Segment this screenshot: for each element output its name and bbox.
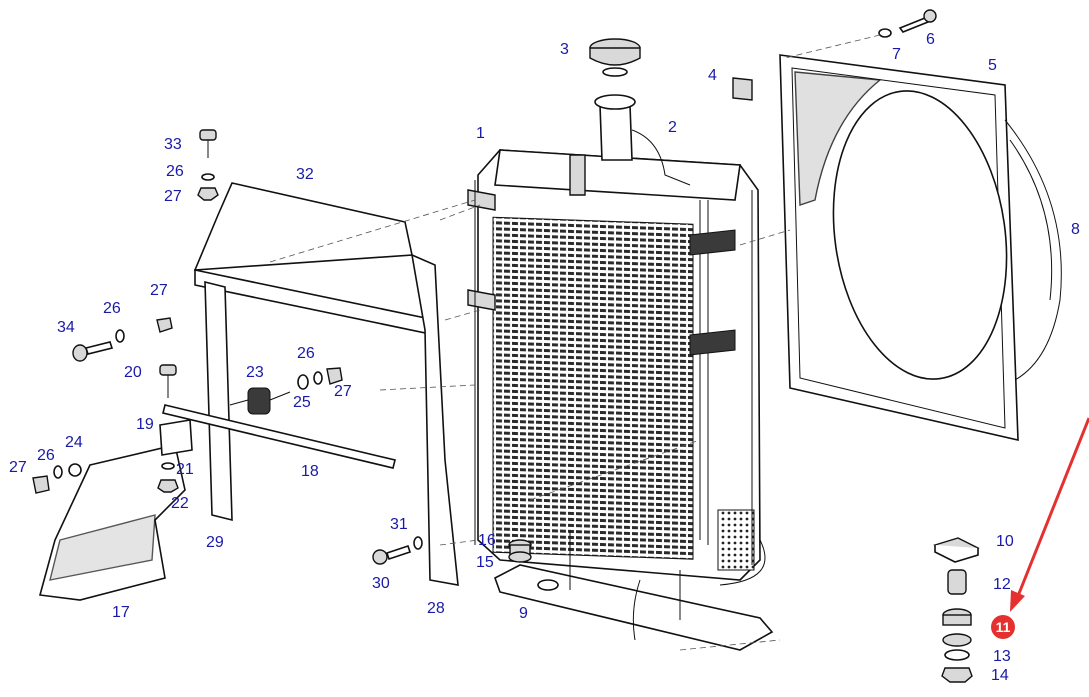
bolt-and-washer: [784, 9, 937, 59]
callout-22: 22: [171, 495, 189, 512]
callout-1: 1: [476, 125, 485, 142]
callout-30: 30: [372, 575, 390, 592]
callout-33: 33: [164, 136, 182, 153]
rubber-mount-23: [229, 367, 343, 415]
callout-26-b: 26: [103, 300, 121, 317]
callout-27-a: 27: [164, 188, 182, 205]
fan-shroud: [779, 54, 1062, 442]
callout-27-c: 27: [334, 383, 352, 400]
highlight-arrow: [1016, 417, 1089, 597]
bolt-20: [159, 364, 177, 398]
callout-15: 15: [476, 554, 494, 571]
callout-17: 17: [112, 604, 130, 621]
callout-25: 25: [293, 394, 311, 411]
callout-9: 9: [519, 605, 528, 622]
tie-strap: [162, 404, 396, 469]
callout-5: 5: [988, 57, 997, 74]
callout-27-b: 27: [150, 282, 168, 299]
callout-6: 6: [926, 31, 935, 48]
callout-8: 8: [1071, 221, 1080, 238]
mount-15-16: [508, 539, 532, 563]
highlight-label: 11: [996, 619, 1011, 635]
callout-26-c: 26: [297, 345, 315, 362]
callout-21: 21: [176, 461, 194, 478]
callout-10: 10: [996, 533, 1014, 550]
callout-19: 19: [136, 416, 154, 433]
callout-24: 24: [65, 434, 83, 451]
bolt-34: [72, 317, 173, 362]
hardware-33-26-27: [197, 129, 219, 201]
callout-3: 3: [560, 41, 569, 58]
highlighted-callout-11[interactable]: 11: [991, 615, 1015, 639]
radiator-core: [467, 149, 761, 581]
callout-23: 23: [246, 364, 264, 381]
isolator-stack: [933, 537, 980, 683]
callout-4: 4: [708, 67, 717, 84]
callout-14: 14: [991, 667, 1009, 684]
callout-18: 18: [301, 463, 319, 480]
hardware-27-26-24: [32, 463, 82, 494]
callout-16: 16: [478, 532, 496, 549]
callout-26-d: 26: [37, 447, 55, 464]
callout-20: 20: [124, 364, 142, 381]
bolt-30-31: [372, 536, 423, 565]
callout-31: 31: [390, 516, 408, 533]
callout-34: 34: [57, 319, 75, 336]
callout-32: 32: [296, 166, 314, 183]
side-panel: [193, 182, 459, 586]
callout-13: 13: [993, 648, 1011, 665]
highlight-badge: [991, 615, 1015, 639]
assembly-guide-lines: [269, 199, 791, 651]
callout-28: 28: [427, 600, 445, 617]
callout-29: 29: [206, 534, 224, 551]
hardware-21-22: [157, 462, 179, 493]
highlight-arrowhead: [1010, 590, 1025, 612]
mounting-bracket-17: [38, 419, 193, 601]
callout-12: 12: [993, 576, 1011, 593]
filler-neck: [594, 94, 691, 186]
callout-labels: 1 2 3 4 5 6 7 8 9 10 12 13 14 15 16 17 1…: [9, 31, 1080, 684]
callout-2: 2: [668, 119, 677, 136]
callout-7: 7: [892, 46, 901, 63]
mounting-bracket-4: [732, 77, 753, 101]
callout-27-d: 27: [9, 459, 27, 476]
bottom-plate: [494, 530, 774, 651]
callout-26-a: 26: [166, 163, 184, 180]
radiator-cap: [589, 38, 641, 77]
